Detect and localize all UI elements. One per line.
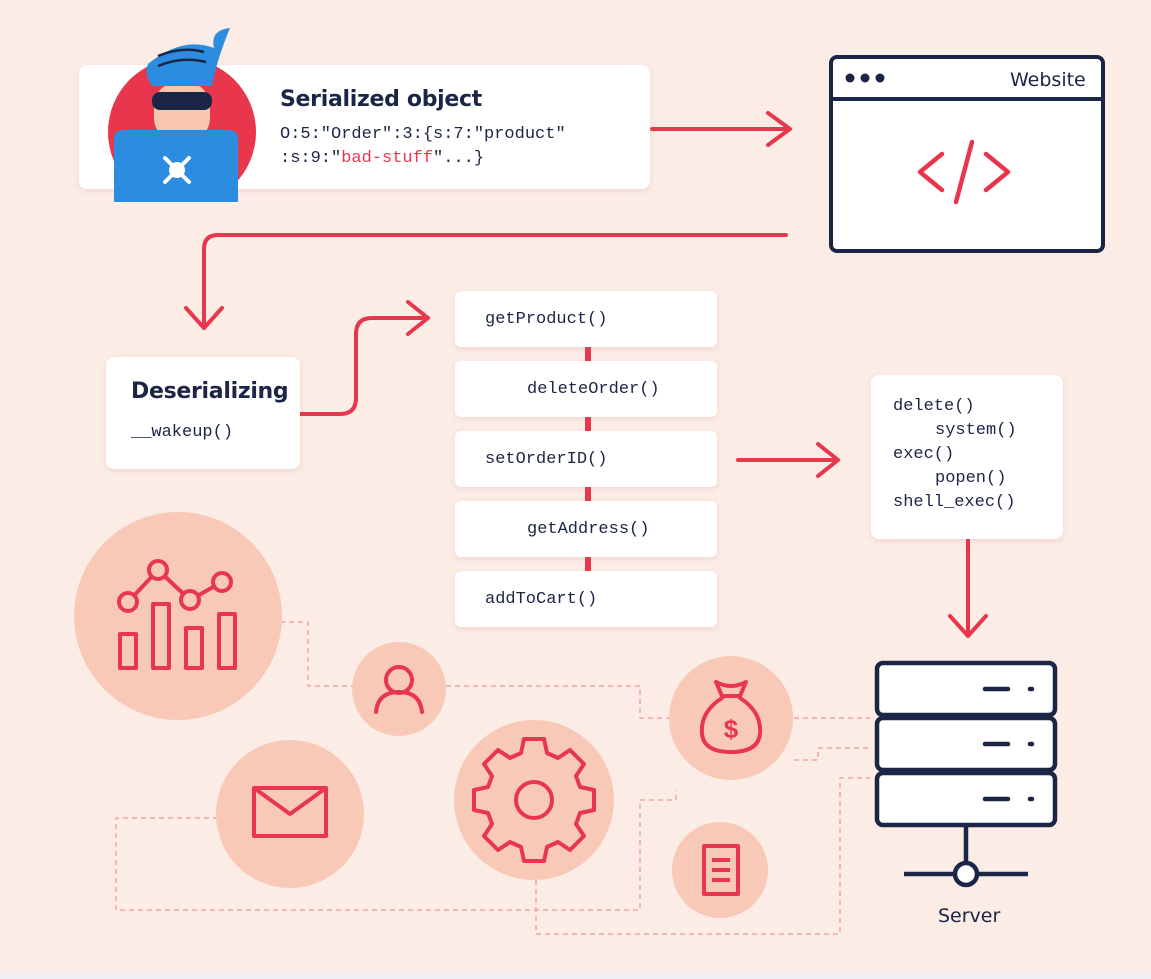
code-suffix: "...} xyxy=(433,149,485,168)
method-get-product: getProduct() xyxy=(455,291,717,347)
user-icon xyxy=(352,642,446,736)
bottom-band xyxy=(0,973,1151,979)
func-exec: exec() xyxy=(893,445,955,464)
code-prefix: :s:9:" xyxy=(280,149,342,168)
code-highlight: bad-stuff xyxy=(341,149,434,168)
method-set-order-id: setOrderID() xyxy=(455,431,717,487)
svg-text:$: $ xyxy=(724,714,739,744)
func-system: system() xyxy=(935,421,1017,440)
method-label: getAddress() xyxy=(527,520,650,539)
flow-arrows xyxy=(184,111,988,638)
hacker-avatar xyxy=(108,28,256,202)
method-label: deleteOrder() xyxy=(527,380,660,399)
code-icon xyxy=(917,139,1011,205)
dangerous-functions-card: delete() system() exec() popen() shell_e… xyxy=(871,375,1063,539)
method-delete-order: deleteOrder() xyxy=(455,361,717,417)
arrow-dangerous-to-server xyxy=(948,538,988,638)
website-title: Website xyxy=(1010,69,1086,91)
deserializing-title: Deserializing xyxy=(131,379,289,404)
arrow-website-to-deserialize xyxy=(184,233,788,330)
func-popen: popen() xyxy=(935,469,1007,488)
server-label: Server xyxy=(938,905,1001,927)
server-icon xyxy=(874,660,1058,888)
arrow-deserialize-to-methods xyxy=(298,300,430,416)
dashed-connectors xyxy=(115,621,870,935)
serialized-code-line-2: :s:9:"bad-stuff"...} xyxy=(280,149,484,168)
money-bag-icon: $ xyxy=(669,656,793,780)
arrow-to-website xyxy=(650,111,792,147)
func-shell-exec: shell_exec() xyxy=(893,493,1016,512)
mail-icon xyxy=(216,740,364,888)
document-icon xyxy=(672,822,768,918)
analytics-icon xyxy=(74,512,282,720)
method-label: getProduct() xyxy=(485,310,608,329)
serialized-code-line-1: O:5:"Order":3:{s:7:"product" xyxy=(280,125,566,144)
wakeup-method: __wakeup() xyxy=(131,423,234,442)
deserializing-card: Deserializing __wakeup() xyxy=(106,357,300,469)
method-get-address: getAddress() xyxy=(455,501,717,557)
website-window xyxy=(829,55,1105,253)
arrow-methods-to-dangerous xyxy=(736,442,840,478)
method-add-to-cart: addToCart() xyxy=(455,571,717,627)
func-delete: delete() xyxy=(893,397,975,416)
method-label: setOrderID() xyxy=(485,450,608,469)
method-label: addToCart() xyxy=(485,590,598,609)
serialized-object-title: Serialized object xyxy=(280,87,482,112)
gear-icon xyxy=(454,720,614,880)
